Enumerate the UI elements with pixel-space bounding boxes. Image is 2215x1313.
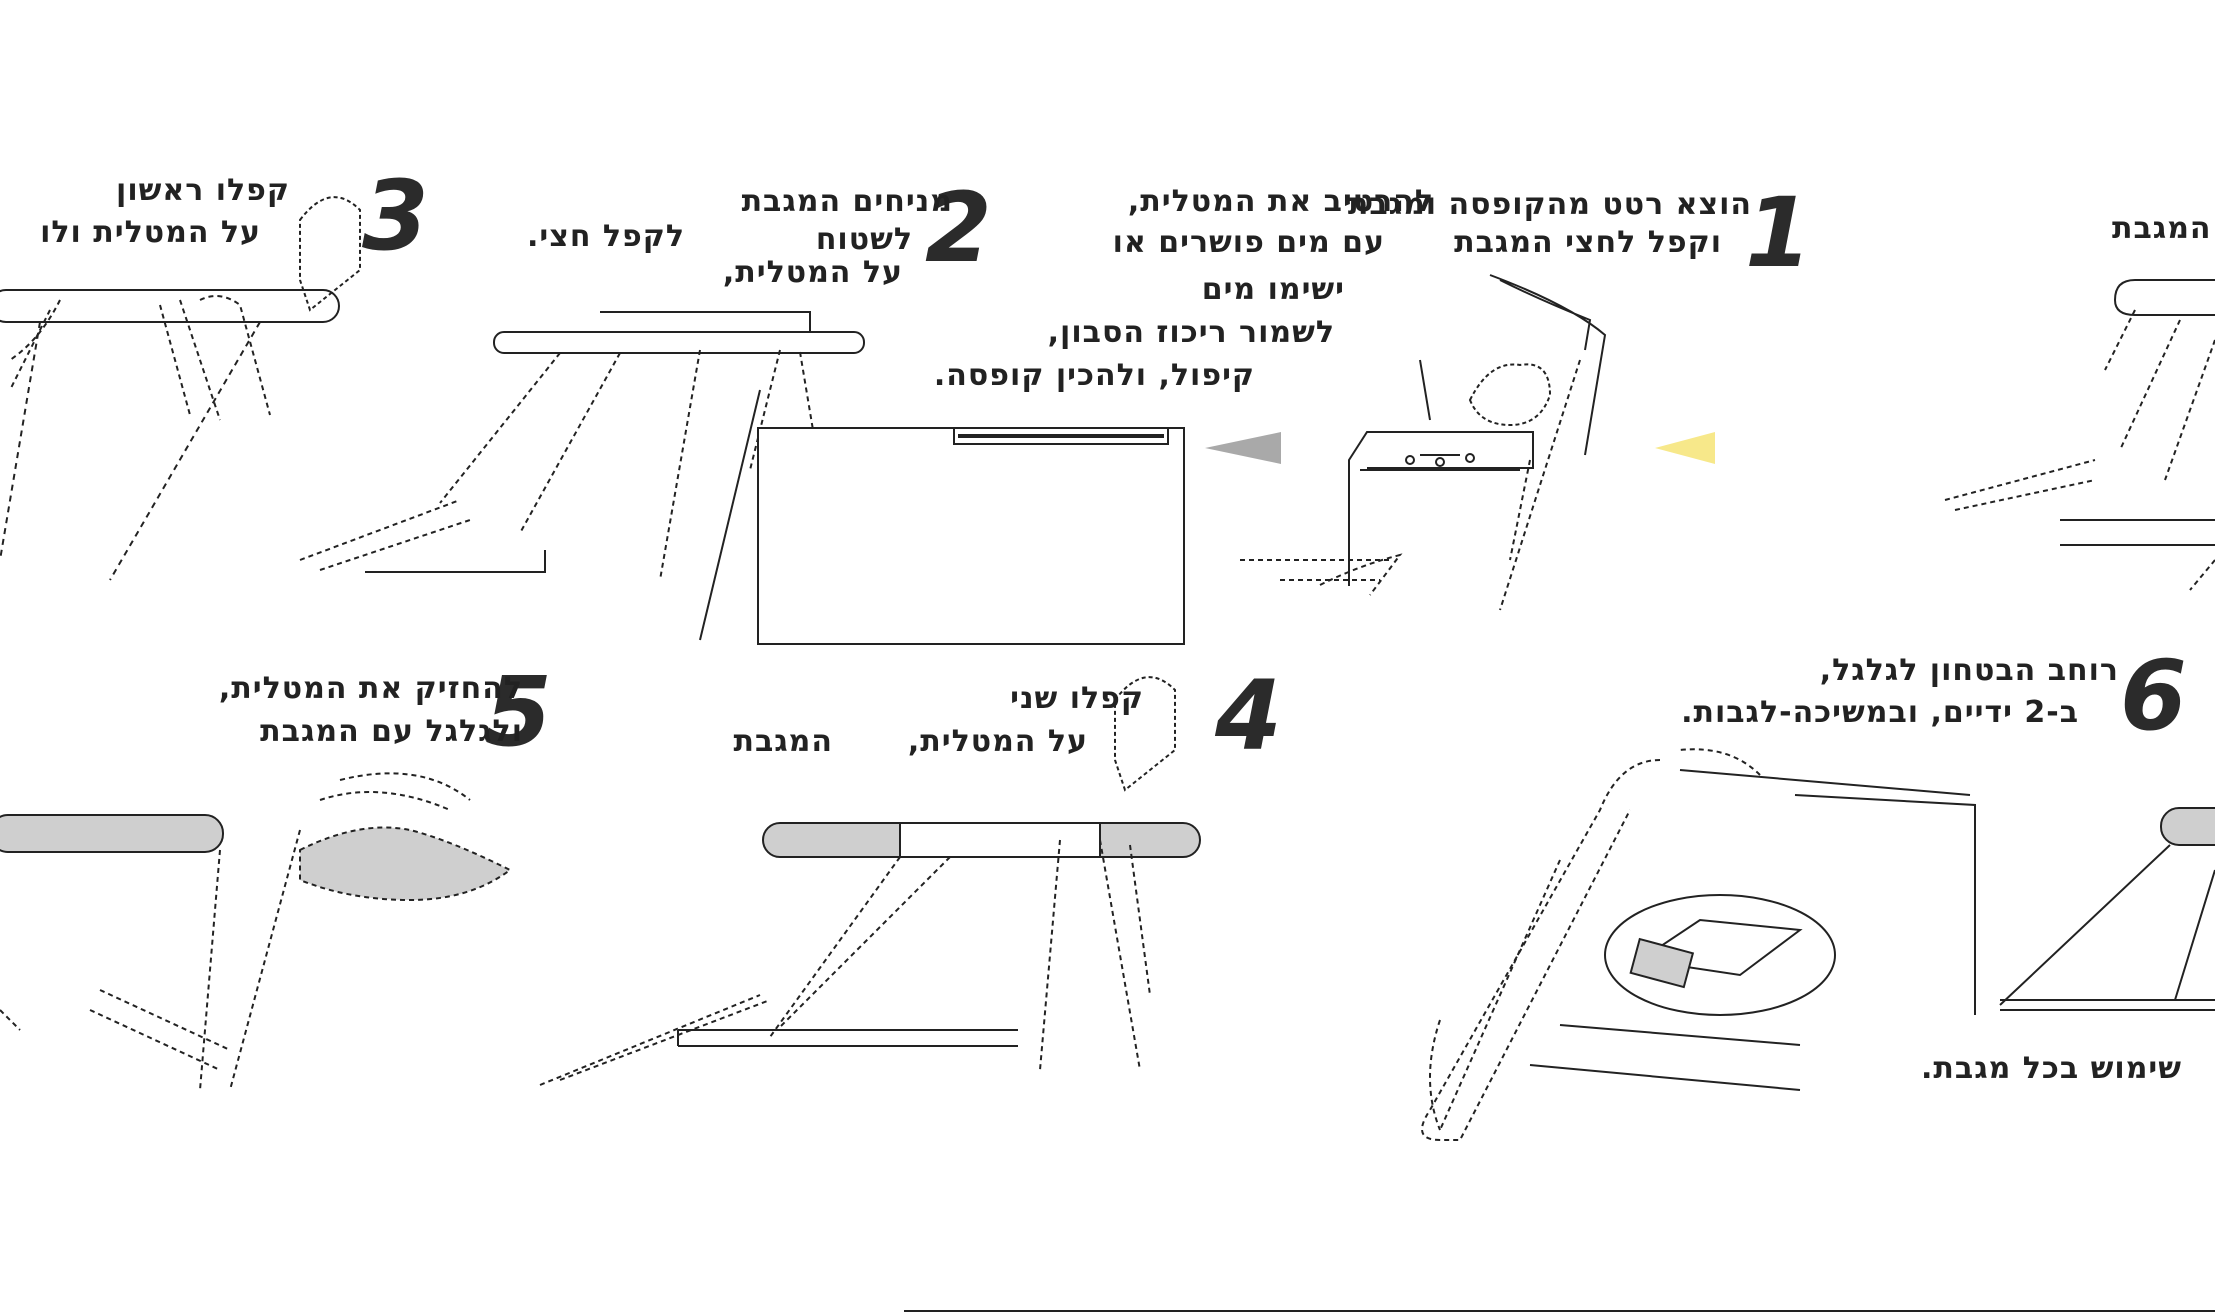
- step2-flat-towel: [757, 427, 1185, 645]
- step5-line1: להחזיק את המטלית,: [218, 671, 523, 706]
- step5-towel: [0, 772, 512, 1091]
- step-number-3: 3: [362, 160, 429, 272]
- step-number-5: 5: [485, 656, 552, 768]
- step5-line2: ולגלגל עם המגבת: [260, 714, 523, 749]
- step4-line2: על המטלית,: [907, 724, 1088, 759]
- step6-line1: רוחב הבטחון לגלגל,: [1819, 653, 2119, 688]
- edge-text-label: המגבת: [2112, 211, 2212, 246]
- step2-line5: קיפול, ולהכין קופסה.: [933, 358, 1255, 393]
- step3-line2: על המטלית ולו: [40, 215, 261, 250]
- step-number-1: 1: [1745, 177, 1812, 289]
- step2-line1: להרטיב את המטלית,: [1127, 184, 1434, 219]
- step1-line2: וקפל לחצי המגבת: [1454, 225, 1722, 260]
- step2-towel: [299, 311, 865, 641]
- arrow-gray-icon: [1205, 432, 1281, 464]
- step2-side-line2: לשטוח: [815, 222, 913, 257]
- finger-tap-icon: [299, 196, 1176, 792]
- arrow-yellow-icon: [1655, 432, 1715, 464]
- far-right-towel: [1944, 279, 2215, 591]
- step-number-6: 6: [2120, 640, 2187, 752]
- step2-line2: עם מים פושרים או: [1112, 225, 1385, 260]
- step2-line3: ישימו מים: [1201, 272, 1345, 307]
- step6-footer: שימוש בכל מגבת.: [1921, 1051, 2182, 1086]
- step4-side-line1: המגבת: [733, 724, 833, 759]
- step4-towel: [539, 822, 1201, 1086]
- step1-container: [1240, 274, 1607, 611]
- step1-line1: הוצא רטט מהקופסה ומגבת: [1347, 187, 1752, 222]
- step6-roll: [1421, 748, 1976, 1141]
- step6-right-towel: [1999, 807, 2215, 1011]
- step6-line2: ב-2 ידיים, ובמשיכה-לגבות.: [1681, 695, 2079, 730]
- step2-side-line1: מניחים המגבת: [741, 184, 953, 219]
- edge-text: המגבת: [2112, 214, 2212, 244]
- step-number-4: 4: [1215, 660, 1282, 772]
- step2-side-line3: על המטלית,: [722, 255, 903, 290]
- step4-line1: קפלו שני: [1010, 681, 1144, 716]
- step2-line4: לשמור ריכוז הסבון,: [1047, 315, 1335, 350]
- step3-side-line1: לקפל חצי.: [527, 219, 685, 254]
- step3-towel: [0, 289, 340, 581]
- step3-line1: קפלו ראשון: [116, 173, 290, 208]
- step-number-2: 2: [925, 172, 992, 284]
